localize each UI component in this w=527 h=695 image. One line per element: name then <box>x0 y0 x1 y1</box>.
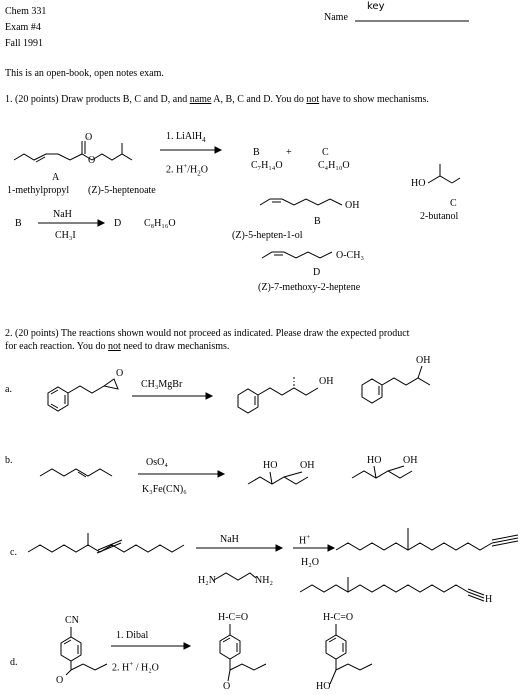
q1-prompt-name: name <box>189 94 212 105</box>
exam-term: Fall 1991 <box>5 38 44 49</box>
q2c-reagent-2: H+ <box>299 533 311 547</box>
ester-carbonyl-O: O <box>85 132 92 143</box>
diamine-chain <box>213 572 257 581</box>
q2d-product-1 <box>219 624 267 682</box>
ketone-O-product: O <box>223 681 231 692</box>
q2b-label: b. <box>5 455 13 466</box>
q2d-reagent-1: 1. Dibal <box>116 630 149 641</box>
q2c-label: c. <box>10 547 17 558</box>
q2a-reagent: CH₃MgBr <box>141 379 183 390</box>
name-value: key <box>367 1 385 12</box>
name-B: (Z)-5-hepten-1-ol <box>232 230 303 241</box>
q2a-label: a. <box>5 384 12 395</box>
q2b-alkene <box>39 468 113 477</box>
label-D: D <box>313 267 321 278</box>
rx2-B: B <box>15 218 22 229</box>
name-C: 2-butanol <box>420 211 459 222</box>
butanol-structure <box>427 164 461 184</box>
rx2-reagent-2: CH₃I <box>55 230 76 241</box>
q2c-reagent-3: H₂O <box>301 557 319 568</box>
q2c-product-2 <box>299 577 485 602</box>
course-title: Chem 331 <box>5 6 47 17</box>
product-B-label: B <box>253 147 260 158</box>
q2a-reactant <box>47 378 119 412</box>
plus-sign: + <box>286 147 292 158</box>
aldehyde-2: H-C=O <box>323 612 354 623</box>
q2c-reagent-1: NaH <box>220 534 239 545</box>
q2b-OH-1: OH <box>300 460 315 471</box>
q2d-reactant <box>60 627 108 676</box>
ester-ether-O: O <box>88 155 95 166</box>
formula-D: C₈H₁₆O <box>144 218 176 229</box>
q2-prompt-line2: for each reaction. You do not need to dr… <box>5 341 230 352</box>
q2b-OH-2: OH <box>403 455 418 466</box>
label-A: A <box>52 172 60 183</box>
name-A-1: 1-methylpropyl <box>7 185 70 196</box>
q1-reagent-2: 2. H+/H2O <box>166 162 208 178</box>
q2b-HO-2: HO <box>367 455 382 466</box>
q2a-product-OH: OH <box>319 376 334 387</box>
intro-text: This is an open-book, open notes exam. <box>5 68 164 79</box>
aldehyde-1: H-C=O <box>218 612 249 623</box>
q2b-diol-2 <box>351 465 413 479</box>
product-C-label: C <box>322 147 329 158</box>
label-C: C <box>450 198 457 209</box>
label-B: B <box>314 216 321 227</box>
methoxy-label: O-CH₃ <box>336 250 364 261</box>
ketone-O-reactant: O <box>56 675 64 686</box>
q2b-reagent-2: K₃Fe(CN)₆ <box>142 484 187 495</box>
amine-NH2: NH₂ <box>255 575 273 586</box>
q2a-product-2 <box>361 365 431 404</box>
name-D: (Z)-7-methoxy-2-heptene <box>258 282 361 293</box>
epoxide-O: O <box>116 368 124 379</box>
q2c-reactant <box>27 533 185 554</box>
q1-prompt-part2: A, B, C and D. You do <box>211 94 307 105</box>
q2c-product-1 <box>335 528 519 551</box>
name-A-2: (Z)-5-heptenoate <box>88 185 156 196</box>
q2d-reagent-2: 2. H+ / H₂O <box>112 660 159 674</box>
q1-prompt-part3: have to show mechanisms. <box>319 94 429 105</box>
q1-prompt-part1: 1. (20 points) Draw products B, C and D,… <box>5 94 190 105</box>
q2-prompt-line1: 2. (20 points) The reactions shown would… <box>5 328 410 339</box>
q2b-HO-1: HO <box>263 460 278 471</box>
formula-C: C₄H₁₀O <box>318 160 350 171</box>
q2a-product2-OH: OH <box>416 355 431 366</box>
alcohol-HO-product: HO <box>316 681 331 692</box>
rx2-reagent-1: NaH <box>53 209 72 220</box>
q2d-product-2 <box>325 624 373 685</box>
nitrile-CN: CN <box>65 615 79 626</box>
q2d-label: d. <box>10 657 18 668</box>
q2b-diol-1 <box>247 471 309 485</box>
name-label: Name <box>324 12 348 23</box>
q2b-reagent-1: OsO₄ <box>146 457 168 468</box>
formula-B: C₇H₁₄O <box>251 160 283 171</box>
alkyne-H: H <box>485 594 493 605</box>
rx2-D: D <box>114 218 122 229</box>
methoxy-heptene-structure <box>261 251 333 259</box>
q1-reagent-1: 1. LiAlH4 <box>166 131 206 144</box>
ester-A-structure <box>13 137 133 163</box>
heptenol-OH: OH <box>345 200 360 211</box>
q2a-product-1 <box>237 375 319 414</box>
heptenol-structure <box>259 198 343 206</box>
amine-H2N: H₂N <box>198 575 216 586</box>
q1-prompt-not: not <box>306 94 320 105</box>
q1-prompt: 1. (20 points) Draw products B, C and D,… <box>5 94 429 106</box>
exam-number: Exam #4 <box>5 22 41 33</box>
alcohol-HO: HO <box>411 178 426 189</box>
